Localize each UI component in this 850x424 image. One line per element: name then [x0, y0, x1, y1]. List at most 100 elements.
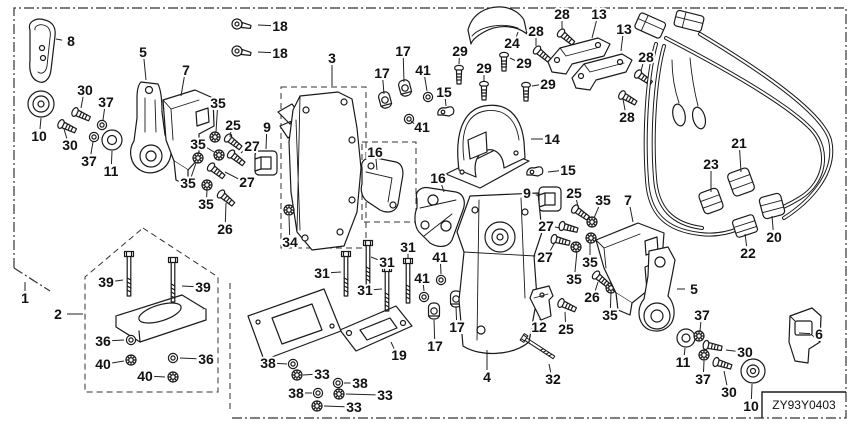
- callout-9: 9: [523, 185, 531, 201]
- part-27-screw: [557, 220, 580, 236]
- callout-40: 40: [137, 368, 153, 384]
- callout-leader-30: [723, 370, 728, 386]
- group-box-2: [84, 227, 219, 393]
- callout-31: 31: [357, 282, 373, 298]
- part-4-body: [456, 192, 543, 355]
- group-box-16: [361, 141, 417, 223]
- callout-leader-40: [111, 360, 125, 364]
- part-34-nut: [283, 204, 295, 216]
- part-37-washer: [96, 119, 108, 131]
- part-23-connector: [698, 187, 724, 215]
- callout-leader-16: [441, 184, 445, 193]
- callout-16: 16: [430, 170, 446, 186]
- callout-leader-8: [55, 38, 63, 41]
- callout-30: 30: [721, 384, 737, 400]
- part-29-screw: [520, 81, 532, 102]
- callout-29: 29: [452, 43, 468, 59]
- callout-15: 15: [560, 162, 576, 178]
- callout-leader-27: [240, 149, 245, 154]
- part-code-box: ZY93Y0403: [761, 391, 846, 418]
- part-35-nut: [209, 131, 221, 143]
- callout-13: 13: [591, 6, 607, 22]
- part-29-screw: [499, 51, 509, 72]
- callout-leader-25: [229, 131, 232, 138]
- callout-35: 35: [198, 196, 214, 212]
- callout-15: 15: [436, 84, 452, 100]
- callout-29: 29: [540, 76, 556, 92]
- part-19-gasket: [339, 305, 413, 352]
- part-22-connector: [731, 214, 759, 238]
- callout-leader-17: [402, 57, 405, 83]
- callout-leader-9: [265, 133, 268, 150]
- callout-25: 25: [558, 321, 574, 337]
- bullet-terminal: [672, 103, 707, 130]
- part-13-bracket: [547, 37, 611, 75]
- callout-38: 38: [288, 385, 304, 401]
- part-28-screw: [616, 89, 639, 108]
- callout-leader-31: [330, 271, 342, 274]
- part-29-screw: [454, 64, 464, 85]
- part-2-spacer-block: [115, 294, 207, 343]
- callout-35: 35: [566, 271, 582, 287]
- callout-40: 40: [95, 356, 111, 372]
- callout-leader-31: [370, 256, 379, 261]
- callout-8: 8: [67, 33, 75, 49]
- callout-17: 17: [395, 43, 411, 59]
- part-20-connector: [758, 192, 786, 220]
- part-30-screw: [711, 356, 734, 372]
- callout-32: 32: [545, 371, 561, 387]
- callout-11: 11: [104, 163, 119, 179]
- outer-border: [13, 7, 847, 419]
- callout-leader-39: [181, 285, 195, 288]
- part-9-boot: [254, 150, 278, 176]
- part-33-nut: [333, 388, 345, 400]
- callout-7: 7: [182, 62, 190, 78]
- callout-41: 41: [415, 62, 431, 78]
- callout-leader-37: [102, 108, 106, 121]
- connector-housing: [634, 12, 667, 39]
- callout-26: 26: [217, 221, 233, 237]
- callout-leader-32: [548, 363, 552, 373]
- part-35-nut: [192, 152, 204, 164]
- callout-35: 35: [180, 175, 196, 191]
- callout-leader-30: [80, 96, 84, 109]
- callout-37: 37: [694, 307, 710, 323]
- callout-18: 18: [272, 45, 288, 61]
- callout-20: 20: [766, 229, 782, 245]
- callout-leader-36: [111, 339, 125, 342]
- part-38-washer: [312, 387, 324, 399]
- callout-3: 3: [328, 50, 336, 66]
- part-17-clamp: [377, 90, 393, 110]
- callout-leader-29: [531, 84, 540, 87]
- callout-29: 29: [476, 60, 492, 76]
- callout-leader-40: [153, 375, 166, 378]
- callout-leader-35: [574, 250, 578, 273]
- callout-24: 24: [504, 35, 520, 51]
- part-41-washer: [422, 91, 434, 103]
- part-31-bolt: [362, 239, 374, 286]
- callout-38: 38: [352, 375, 368, 391]
- callout-leader-16: [375, 158, 378, 171]
- callout-leader-7: [180, 76, 185, 97]
- callout-35: 35: [602, 307, 618, 323]
- part-21-connector: [727, 167, 755, 197]
- callout-25: 25: [225, 117, 241, 133]
- callout-2: 2: [54, 306, 62, 322]
- callout-12: 12: [531, 319, 547, 335]
- part-17-clamp: [427, 302, 441, 320]
- part-10-grommet: [27, 90, 55, 118]
- callout-30: 30: [62, 137, 78, 153]
- part-31-bolt: [340, 250, 352, 297]
- callout-leader-9: [535, 194, 540, 197]
- callout-33: 33: [314, 366, 330, 382]
- part-30-screw: [55, 118, 79, 136]
- callout-41: 41: [414, 270, 430, 286]
- callout-leader-19: [390, 341, 395, 350]
- part-9-boot: [538, 186, 562, 212]
- part-code: ZY93Y0403: [772, 398, 836, 412]
- callout-leader-25: [575, 199, 579, 208]
- callout-5: 5: [690, 281, 698, 297]
- part-15-clamp: [437, 106, 455, 117]
